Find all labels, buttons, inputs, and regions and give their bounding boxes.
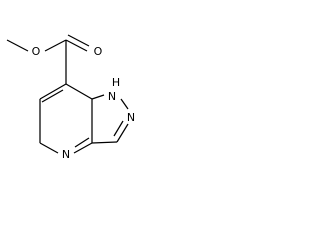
- chemical-structure-diagram: O O H N N N: [6, 34, 135, 161]
- bond-o-carbonyl-carbon: [44, 39, 67, 52]
- bond-c3-c3a: [91, 141, 118, 144]
- bond-methyl-o: [6, 39, 29, 52]
- bond-c7-c6-double-2: [41, 89, 64, 103]
- atom-h-nh: H: [112, 76, 120, 89]
- bond-carbonyl-double-1: [65, 39, 88, 52]
- bond-c7-c6-double-1: [39, 83, 67, 100]
- bond-n2-c3-2: [113, 120, 124, 137]
- atom-o-carbonyl: O: [94, 45, 103, 58]
- bond-c5-n4: [39, 142, 59, 154]
- atom-n1: N: [108, 90, 116, 103]
- bond-carbonyl-double-2: [67, 34, 90, 47]
- atom-o-methoxy: O: [32, 45, 41, 58]
- bond-c7a-c7: [65, 83, 93, 100]
- bond-n1-n2: [120, 98, 129, 110]
- atom-n2: N: [127, 111, 135, 124]
- atom-n4: N: [62, 148, 70, 161]
- bond-n4-c3a-1: [73, 142, 93, 154]
- bond-c7a-n1: [91, 94, 105, 100]
- bond-n4-c3a-2: [74, 137, 90, 148]
- bond-n2-c3-1: [116, 123, 129, 143]
- atom-labels: O O H N N N: [32, 45, 135, 161]
- bonds: [6, 34, 129, 154]
